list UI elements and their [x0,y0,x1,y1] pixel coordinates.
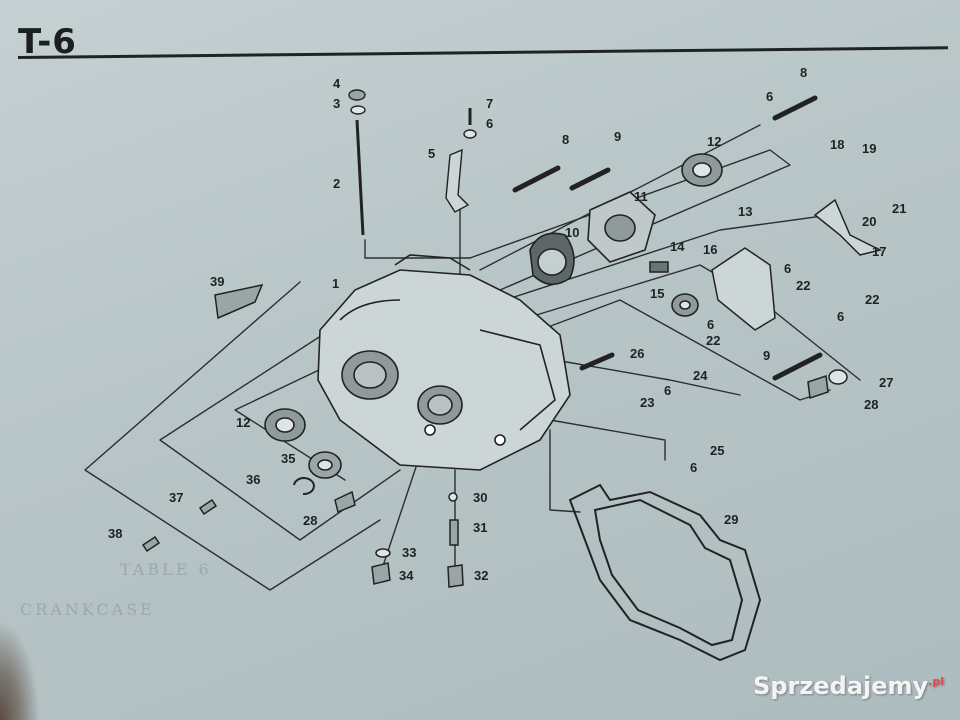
leader-line [364,239,471,259]
finger-shadow [0,620,40,720]
callout-label: 39 [210,274,225,289]
leader-line [549,429,581,513]
callout-label: 28 [303,513,318,528]
callout-label: 6 [837,309,845,324]
callout-label: 11 [634,189,648,204]
callout-label: 31 [473,520,488,535]
callout-label: 17 [872,244,887,259]
callout-label: 32 [474,568,489,583]
callout-label: 1 [332,276,340,291]
callout-label: 8 [562,132,570,147]
bearing-parts [264,153,723,479]
callout-label: 7 [486,96,494,111]
callout-label: 6 [766,89,774,104]
callout-label: 26 [630,346,645,361]
callout-label: 13 [738,204,753,219]
leader-line [554,359,741,396]
callout-label: 12 [236,415,251,430]
crankcase-half [317,254,571,471]
callout-label: 9 [763,348,771,363]
callout-label: 22 [706,333,721,348]
callout-label: 6 [486,116,494,131]
small-parts [141,283,848,588]
callout-label: 12 [707,134,722,149]
callout-label: 35 [281,451,296,466]
callout-label: 30 [473,490,488,505]
callout-label: 18 [830,137,845,152]
callout-label: 5 [428,146,436,161]
watermark-tld: .pl [928,675,944,688]
callout-label: 6 [707,317,715,332]
callout-label: 15 [650,286,665,301]
callout-label: 20 [862,214,877,229]
leader-line [234,359,346,481]
gasket-outline [568,483,762,662]
watermark-brand: Sprzedajemy [753,672,929,700]
callout-label: 28 [864,397,879,412]
callout-label: 23 [640,395,655,410]
stud-parts [348,89,366,236]
callout-label: 8 [800,65,808,80]
callout-label: 14 [670,239,685,254]
callout-label: 6 [664,383,672,398]
seal-housing [529,191,656,286]
callout-label: 36 [246,472,261,487]
callout-label: 4 [333,76,341,91]
callout-label: 6 [784,261,792,276]
callout-label: 22 [865,292,880,307]
callout-label: 24 [693,368,708,383]
plate-title: T-6 [18,22,77,62]
callout-label: 22 [796,278,811,293]
leader-line [84,281,381,591]
callout-label: 2 [333,176,341,191]
site-watermark: Sprzedajemy.pl [753,672,944,700]
callout-label: 3 [333,96,341,111]
callout-label: 19 [862,141,877,156]
callout-label: 25 [710,443,725,458]
callout-label: 38 [108,526,123,541]
bleed-through-text: CRANKCASE [20,600,155,619]
cover-parts [649,198,883,331]
bracket-parts [445,108,477,213]
callout-label: 6 [690,460,698,475]
callout-label: 33 [402,545,417,560]
bleed-through-text: TABLE 6 [120,560,212,579]
bolt-parts [512,95,823,381]
callout-label: 37 [169,490,184,505]
leader-line [549,419,666,461]
callout-label: 9 [614,129,622,144]
callout-label: 10 [565,225,580,240]
callout-label: 34 [399,568,414,583]
callout-label: 27 [879,375,894,390]
callout-label: 21 [892,201,907,216]
leader-line [504,214,831,301]
callout-label: 16 [703,242,718,257]
callout-label: 29 [724,512,739,527]
